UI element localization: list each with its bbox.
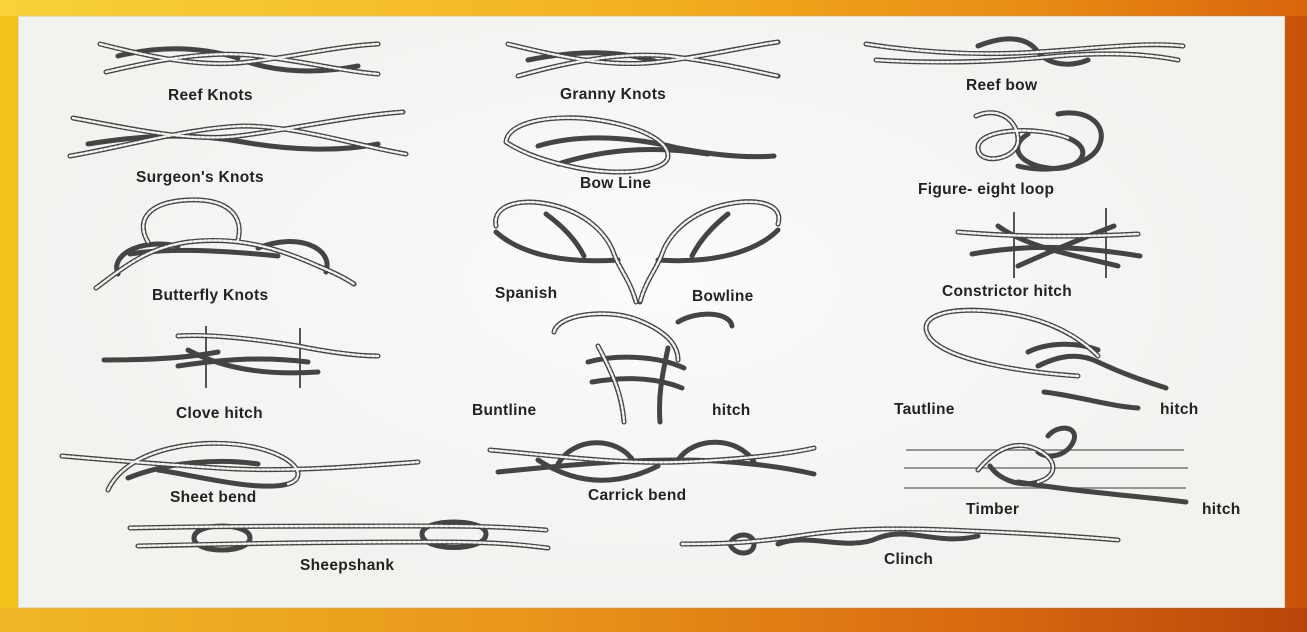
timber-hitch-drawing: [904, 428, 1188, 502]
knots-chart-panel: Reef Knots Granny Knots Reef bow Surgeon…: [18, 16, 1285, 608]
sheepshank-drawing: [130, 522, 548, 550]
label-carrick-bend: Carrick bend: [588, 487, 686, 505]
granny-knot-drawing: [508, 42, 778, 76]
reef-knot-drawing: [100, 44, 378, 74]
label-timber-hitch: hitch: [1202, 501, 1241, 519]
label-reef-bow: Reef bow: [966, 77, 1037, 95]
label-constrictor-hitch: Constrictor hitch: [942, 283, 1072, 301]
butterfly-knot-drawing: [96, 200, 354, 288]
figure-eight-loop-drawing: [976, 113, 1101, 169]
label-timber: Timber: [966, 501, 1019, 519]
tautline-hitch-drawing: [926, 310, 1166, 408]
surgeons-knot-drawing: [70, 112, 406, 156]
constrictor-hitch-drawing: [958, 208, 1140, 278]
label-surgeons-knots: Surgeon's Knots: [136, 169, 264, 187]
label-reef-knots: Reef Knots: [168, 87, 253, 105]
label-bow-line: Bow Line: [580, 175, 651, 193]
bow-line-drawing: [506, 118, 774, 172]
label-buntline-hitch: hitch: [712, 402, 751, 420]
slide-frame-top: [0, 0, 1307, 16]
label-buntline: Buntline: [472, 402, 536, 420]
clinch-drawing: [682, 529, 1118, 553]
label-sheepshank: Sheepshank: [300, 557, 394, 575]
label-tautline: Tautline: [894, 401, 955, 419]
carrick-bend-drawing: [490, 442, 814, 480]
label-butterfly-knots: Butterfly Knots: [152, 287, 268, 305]
label-bowline: Bowline: [692, 288, 754, 306]
label-figure-eight-loop: Figure- eight loop: [918, 181, 1054, 199]
reef-bow-drawing: [866, 39, 1183, 64]
label-clinch: Clinch: [884, 551, 933, 569]
label-clove-hitch: Clove hitch: [176, 405, 263, 423]
label-sheet-bend: Sheet bend: [170, 489, 257, 507]
slide-frame-bottom: [0, 608, 1307, 632]
label-tautline-hitch: hitch: [1160, 401, 1199, 419]
label-granny-knots: Granny Knots: [560, 86, 666, 104]
clove-hitch-drawing: [104, 326, 378, 388]
label-spanish: Spanish: [495, 285, 557, 303]
sheet-bend-drawing: [62, 443, 418, 490]
buntline-hitch-drawing: [554, 314, 732, 422]
